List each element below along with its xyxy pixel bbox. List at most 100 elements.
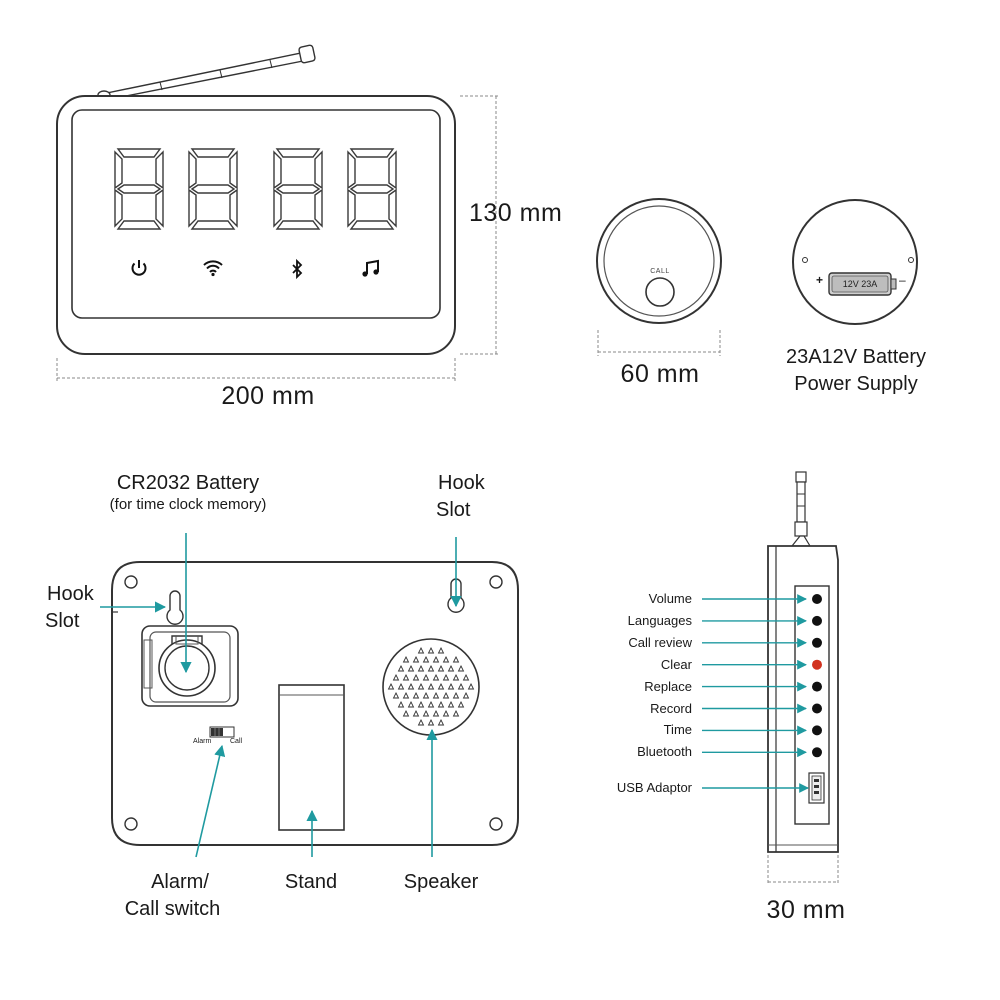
side-button (812, 681, 822, 692)
speaker-hole (447, 700, 455, 708)
alarm-switch-pointer (195, 744, 226, 858)
side-button (812, 637, 822, 648)
button-dimension-label: 60 mm (620, 360, 700, 388)
call-button-text: CALL (650, 268, 670, 275)
receiver-side (767, 471, 839, 885)
speaker-hole (442, 673, 450, 681)
speaker-hole (412, 709, 420, 717)
hook-slot-left-line2: Slot (45, 610, 80, 632)
side-button-group (812, 594, 822, 758)
side-button (812, 747, 822, 758)
speaker-label: Speaker (403, 871, 479, 893)
side-dimension-label: 30 mm (766, 896, 846, 924)
side-button (812, 594, 822, 604)
cr2032-title: CR2032 Battery (116, 472, 260, 494)
power-icon (131, 260, 147, 276)
speaker-hole (417, 700, 425, 708)
cr2032-subtitle: (for time clock memory) (109, 496, 267, 513)
speaker-grille (382, 638, 480, 736)
speaker-hole (412, 655, 420, 663)
speaker-hole (452, 691, 460, 699)
battery-cell-icon (828, 272, 897, 296)
speaker-hole (392, 691, 400, 699)
speaker-hole (437, 646, 445, 654)
speaker-hole (437, 700, 445, 708)
speaker-hole (437, 664, 445, 672)
speaker-hole (407, 700, 415, 708)
speaker-hole (442, 691, 450, 699)
side-button-label: Call review (628, 634, 692, 650)
speaker-hole (447, 664, 455, 672)
speaker-hole (462, 673, 470, 681)
music-note-icon (362, 259, 379, 277)
speaker-hole (432, 673, 440, 681)
alarm-switch-label-line2: Call switch (124, 898, 221, 920)
switch-alarm-text: Alarm (193, 738, 212, 745)
hook-slot-left-line1: Hook (47, 583, 94, 605)
stand (278, 684, 345, 831)
speaker-hole (407, 664, 415, 672)
battery-minus-sign: – (899, 273, 906, 287)
call-button-unit (596, 198, 722, 356)
speaker-hole (457, 682, 465, 690)
antenna-front (97, 44, 316, 101)
speaker-hole (457, 664, 465, 672)
side-button (812, 703, 822, 714)
speaker-hole (402, 709, 410, 717)
stand-label: Stand (284, 871, 338, 893)
speaker-hole (412, 673, 420, 681)
speaker-hole (442, 655, 450, 663)
speaker-hole (427, 664, 435, 672)
bluetooth-icon (292, 258, 303, 280)
usb-port-icon (808, 772, 825, 804)
speaker-hole (437, 718, 445, 726)
battery-unit (792, 199, 918, 325)
speaker-hole (447, 682, 455, 690)
speaker-hole (422, 655, 430, 663)
speaker-hole (422, 673, 430, 681)
speaker-hole (422, 709, 430, 717)
hook-slot-right-line1: Hook (438, 472, 485, 494)
speaker-hole (397, 682, 405, 690)
alarm-call-switch (209, 726, 235, 738)
speaker-hole (452, 655, 460, 663)
speaker-hole (412, 691, 420, 699)
speaker-hole (397, 700, 405, 708)
speaker-hole (432, 655, 440, 663)
hook-slot-left-icon (166, 590, 184, 625)
speaker-hole (387, 682, 395, 690)
call-press-button (645, 277, 675, 307)
side-button-label: Time (663, 722, 692, 738)
side-button-label: Volume (648, 591, 692, 606)
side-pointer-group (702, 594, 809, 793)
speaker-hole (392, 673, 400, 681)
hook-slot-right-line2: Slot (436, 499, 471, 521)
speaker-hole (452, 709, 460, 717)
battery-caption-line1: 23A12V Battery (785, 346, 927, 368)
speaker-hole (402, 673, 410, 681)
alarm-switch-label-line1: Alarm/ (151, 871, 209, 893)
cr2032-compartment (141, 625, 239, 707)
side-button (812, 615, 822, 626)
speaker-hole (467, 682, 475, 690)
speaker-hole (427, 718, 435, 726)
speaker-hole (417, 664, 425, 672)
speaker-hole (427, 682, 435, 690)
speaker-hole (417, 646, 425, 654)
side-button-label: Bluetooth (637, 744, 692, 760)
usb-adaptor-label: USB Adaptor (616, 780, 692, 795)
speaker-hole (397, 664, 405, 672)
switch-call-text: Call (230, 738, 243, 745)
side-button (812, 659, 822, 670)
height-dimension-label: 130 mm (469, 199, 563, 227)
speaker-hole (427, 646, 435, 654)
speaker-hole (417, 718, 425, 726)
battery-cell-label: 12V 23A (842, 279, 878, 289)
side-button (812, 725, 822, 736)
side-button-label: Clear (660, 656, 692, 672)
wifi-icon (203, 260, 223, 277)
battery-caption-line2: Power Supply (794, 373, 918, 395)
speaker-hole (432, 691, 440, 699)
